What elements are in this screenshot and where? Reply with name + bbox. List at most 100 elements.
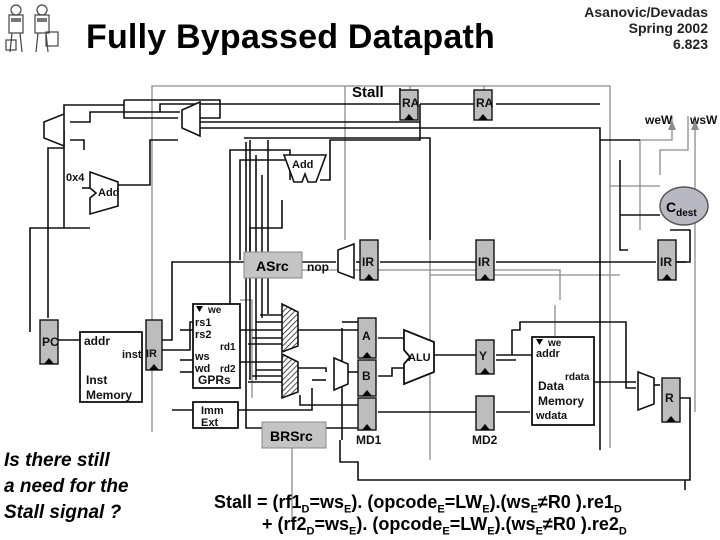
- f2-e: ). (opcode: [356, 514, 443, 534]
- course-authors: Asanovic/Devadas: [584, 4, 708, 20]
- f2-f: E: [442, 525, 450, 538]
- ir-decode-label: IR: [362, 255, 374, 269]
- md1-latch: MD1: [356, 397, 382, 447]
- gpr-wd-label: wd: [194, 363, 210, 375]
- a-latch: A: [357, 317, 377, 359]
- f1-f: E: [437, 503, 445, 516]
- ir-memory-label: IR: [660, 255, 672, 269]
- imm-ext: Imm Ext: [192, 401, 239, 429]
- dm-wdata-label: wdata: [535, 410, 568, 422]
- f1-i: ).(ws: [489, 492, 531, 512]
- stall-formula-line-2: + (rf2D=wsE). (opcodeE=LWE).(wsE≠R0 ).re…: [262, 514, 627, 538]
- pc-latch: PC: [39, 319, 59, 365]
- f2-b: D: [306, 525, 315, 538]
- data-wires: [29, 88, 691, 490]
- a-label: A: [362, 329, 371, 343]
- inst-memory-label-1: Inst: [86, 373, 107, 387]
- ir-latch-decode: IR: [359, 239, 379, 281]
- nop-mux: [337, 242, 355, 280]
- course-term: Spring 2002: [628, 20, 708, 36]
- stall-formula-line-1: Stall = (rf1D=wsE). (opcodeE=LWE).(wsE≠R…: [214, 492, 622, 516]
- r-latch: R: [661, 377, 681, 423]
- nop-label: nop: [307, 260, 329, 274]
- f2-a: + (rf2: [262, 514, 307, 534]
- f1-h: E: [482, 503, 490, 516]
- ra-latch-execute: RA: [473, 89, 494, 121]
- pc-label: PC: [42, 335, 59, 349]
- f2-g: =LW: [449, 514, 488, 534]
- md2-latch: MD2: [472, 395, 498, 447]
- f1-c: =ws: [309, 492, 345, 512]
- imm-ext-label-1: Imm: [201, 405, 224, 417]
- f1-g: =LW: [444, 492, 483, 512]
- const-4-label: 0x4: [66, 172, 85, 184]
- cdest-sub-text: dest: [676, 208, 697, 219]
- md2-label: MD2: [472, 433, 498, 447]
- f1-d: E: [344, 503, 352, 516]
- mit-logo-icon: [5, 4, 59, 53]
- ir-fetch-label: IR: [146, 348, 157, 360]
- f1-m: D: [613, 503, 622, 516]
- f1-a: Stall = (rf1: [214, 492, 302, 512]
- dm-rdata-label: rdata: [565, 372, 590, 383]
- bypass-mux-a: [281, 302, 299, 354]
- cdest-c-text: C: [666, 199, 676, 215]
- pc-plus-4-adder: Add: [89, 170, 119, 216]
- f2-h: E: [487, 525, 495, 538]
- y-label: Y: [479, 349, 487, 363]
- wew-label: weW: [644, 113, 673, 127]
- brsrc-box: BRSrc: [261, 421, 327, 449]
- pc-mux-left: [43, 112, 65, 148]
- stall-label: Stall: [352, 84, 384, 101]
- ra-latch-decode-label: RA: [402, 96, 420, 110]
- y-latch: Y: [475, 339, 495, 375]
- ir-latch-memory: IR: [657, 239, 677, 281]
- branch-adder-label: Add: [292, 159, 313, 171]
- f1-j: E: [530, 503, 538, 516]
- gpr-file: we rs1 rs2 rd1 ws wd rd2 GPRs: [192, 303, 241, 389]
- gpr-rd1-label: rd1: [220, 342, 236, 353]
- control-wires: [151, 85, 696, 520]
- asrc-label: ASrc: [256, 258, 289, 274]
- pc-mux-right: [181, 100, 201, 138]
- asrc-box: ASrc: [243, 251, 303, 279]
- inst-mem-addr-label: addr: [84, 334, 110, 348]
- cdest-block: Cdest: [659, 186, 709, 226]
- f2-j: E: [535, 525, 543, 538]
- gpr-rs2-label: rs2: [195, 329, 212, 341]
- question-line-1: Is there still: [4, 450, 110, 471]
- data-memory: we addr rdata Data Memory wdata: [531, 336, 595, 426]
- bypass-mux-b: [281, 352, 299, 400]
- stall-question: Is there still a need for the Stall sign…: [4, 448, 129, 526]
- f1-k: ≠: [537, 492, 548, 512]
- f2-k: ≠: [542, 514, 553, 534]
- brsrc-label: BRSrc: [270, 428, 313, 444]
- ir-execute-label: IR: [478, 255, 490, 269]
- f1-e: ). (opcode: [351, 492, 438, 512]
- course-number: 6.823: [672, 36, 708, 52]
- alu: ALU: [403, 328, 435, 386]
- f2-i: ).(ws: [494, 514, 536, 534]
- r-label: R: [665, 391, 674, 405]
- inst-memory: addr inst Inst Memory: [79, 331, 143, 403]
- gpr-we-label: we: [207, 305, 222, 316]
- ir-latch-execute: IR: [475, 239, 495, 281]
- slide-title: Fully Bypassed Datapath: [86, 18, 495, 56]
- f1-b: D: [301, 503, 310, 516]
- gprs-label: GPRs: [198, 373, 231, 387]
- dm-addr-label: addr: [536, 348, 561, 360]
- ra-latch-decode: RA: [399, 89, 420, 121]
- ra-latch-execute-label: RA: [476, 96, 494, 110]
- pc-adder-label: Add: [98, 187, 119, 199]
- data-memory-label-1: Data: [538, 379, 564, 393]
- inst-memory-label-2: Memory: [86, 388, 132, 402]
- gpr-rs1-label: rs1: [195, 317, 212, 329]
- f2-c: =ws: [314, 514, 350, 534]
- dm-we-label: we: [547, 338, 562, 349]
- course-info: Asanovic/Devadas Spring 2002 6.823: [584, 4, 708, 52]
- gpr-rd2-label: rd2: [220, 364, 236, 375]
- inst-mem-inst-label: inst: [122, 349, 142, 361]
- ir-latch-fetch: IR: [145, 319, 163, 371]
